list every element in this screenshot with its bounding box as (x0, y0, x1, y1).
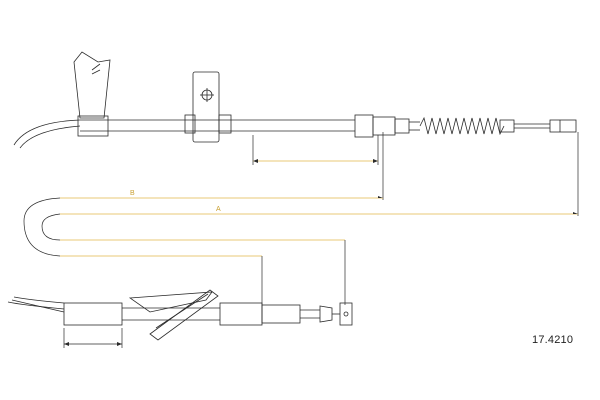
part-number: 17.4210 (532, 334, 574, 346)
dimension-lines (23, 132, 579, 348)
upper-cable-curve-inner (19, 125, 81, 149)
upper-middle-clip (184, 71, 232, 143)
lower-cable (7, 296, 220, 326)
dimension-label-a: A (216, 206, 221, 213)
upper-inner-wire (514, 119, 577, 133)
dimension-label-b: B (130, 190, 135, 197)
upper-end-fitting (354, 114, 420, 138)
dimension-arrows (64, 159, 578, 346)
lower-cable-curve-inner (13, 296, 65, 304)
lower-cable-curve (7, 301, 65, 310)
lower-angled-bracket (128, 289, 219, 341)
upper-left-bracket (73, 51, 111, 137)
lower-end-fitting (219, 302, 353, 326)
upper-spring (419, 116, 515, 136)
upper-cable-curve (13, 119, 81, 146)
upper-cable (13, 119, 355, 149)
